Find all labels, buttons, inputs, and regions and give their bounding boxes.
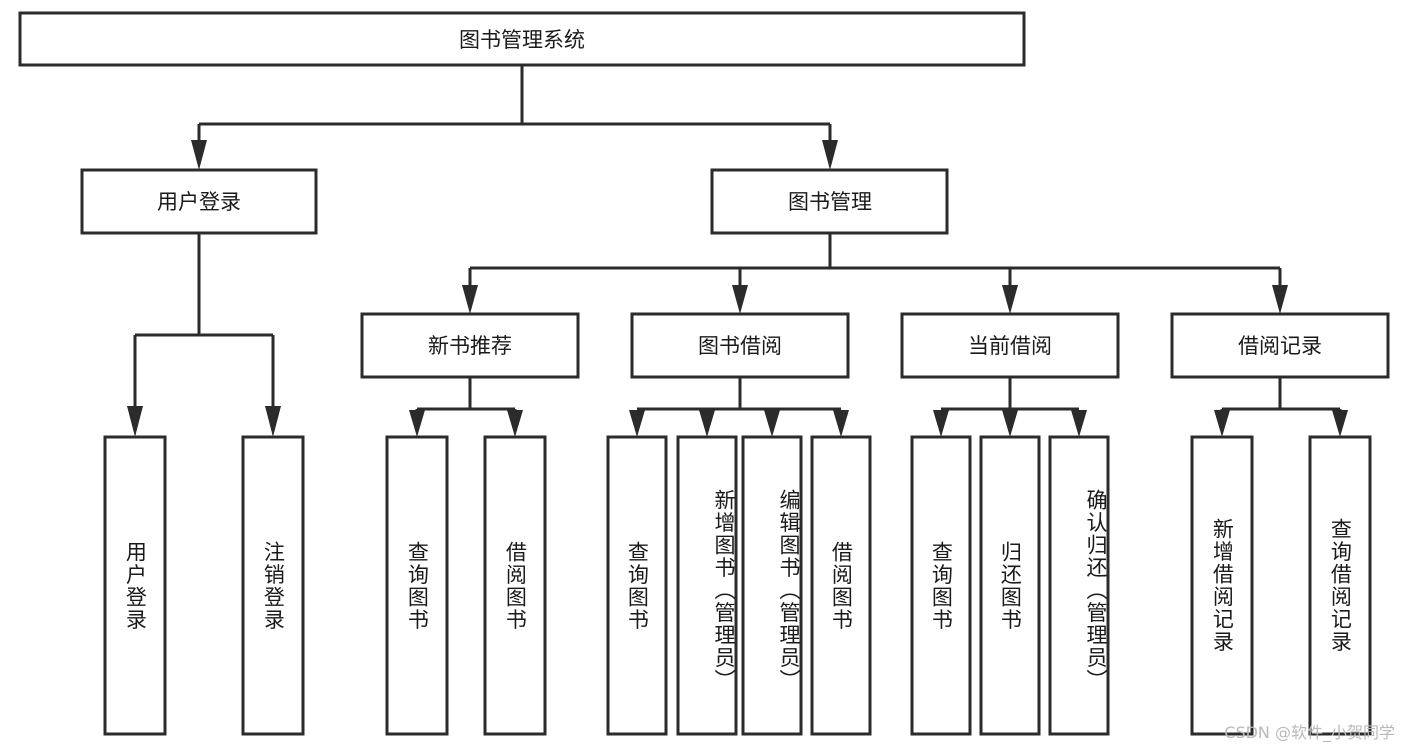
node-box-current-borrow[interactable] (900, 312, 1120, 379)
node-label-current-borrow: 当前借阅 (968, 334, 1052, 358)
arrowhead-leaf-add-record (1214, 410, 1230, 437)
arrowhead-leaf-add-book (699, 410, 715, 437)
node-label-book-borrow: 图书借阅 (698, 334, 782, 358)
arrowhead-leaf-query-book-2 (629, 410, 645, 437)
arrowhead-leaf-borrow-book-1 (507, 410, 523, 437)
arrowhead-leaf-query-book-1 (409, 410, 425, 437)
arrowhead-book-borrow (732, 285, 748, 314)
node-box-leaf-add-book[interactable] (676, 435, 738, 736)
node-box-leaf-add-record[interactable] (1190, 435, 1254, 736)
arrowhead-leaf-user-login (127, 406, 143, 437)
node-box-leaf-borrow-book-1[interactable] (483, 435, 547, 736)
node-label-borrow-record: 借阅记录 (1238, 334, 1322, 358)
node-box-leaf-user-login[interactable] (103, 435, 167, 736)
node-box-leaf-logout-login[interactable] (241, 435, 305, 736)
arrowhead-borrow-record (1272, 285, 1288, 314)
node-box-leaf-confirm-return[interactable] (1048, 435, 1110, 736)
node-box-leaf-return-book[interactable] (979, 435, 1041, 736)
node-label-book-manage: 图书管理 (788, 190, 872, 214)
node-box-book-borrow[interactable] (630, 312, 850, 379)
arrowhead-leaf-logout-login (265, 406, 281, 437)
connectors-layer (127, 65, 1348, 437)
node-box-leaf-borrow-book-2[interactable] (810, 435, 872, 736)
node-label-new-book-rec: 新书推荐 (428, 334, 512, 358)
node-box-leaf-query-book-1[interactable] (385, 435, 449, 736)
node-box-user-login[interactable] (80, 168, 318, 235)
arrowhead-leaf-return-book (1002, 410, 1018, 437)
arrowhead-current-borrow (1002, 285, 1018, 314)
arrowhead-leaf-edit-book (764, 410, 780, 437)
node-box-leaf-query-book-3[interactable] (910, 435, 972, 736)
node-label-root: 图书管理系统 (459, 28, 585, 52)
arrowhead-leaf-query-record (1332, 410, 1348, 437)
arrowhead-leaf-query-book-3 (933, 410, 949, 437)
node-box-borrow-record[interactable] (1170, 312, 1390, 379)
node-box-book-manage[interactable] (710, 168, 949, 235)
arrowhead-new-book-rec (462, 285, 478, 314)
node-box-leaf-query-book-2[interactable] (606, 435, 668, 736)
node-box-root[interactable] (18, 11, 1026, 67)
watermark-text: CSDN @软件_小贺同学 (1224, 723, 1395, 742)
boxes-layer: 图书管理系统 用户登录 图书管理 新书推荐 图书借阅 当前借阅 借阅记录 (18, 11, 1390, 736)
arrowhead-user-login (191, 140, 207, 170)
arrowhead-leaf-confirm-return (1071, 410, 1087, 437)
arrowhead-book-manage (822, 140, 838, 170)
node-box-leaf-edit-book[interactable] (741, 435, 803, 736)
arrowhead-leaf-borrow-book-2 (833, 410, 849, 437)
node-label-user-login: 用户登录 (157, 190, 241, 214)
node-box-leaf-query-record[interactable] (1308, 435, 1372, 736)
node-box-new-book-rec[interactable] (360, 312, 580, 379)
